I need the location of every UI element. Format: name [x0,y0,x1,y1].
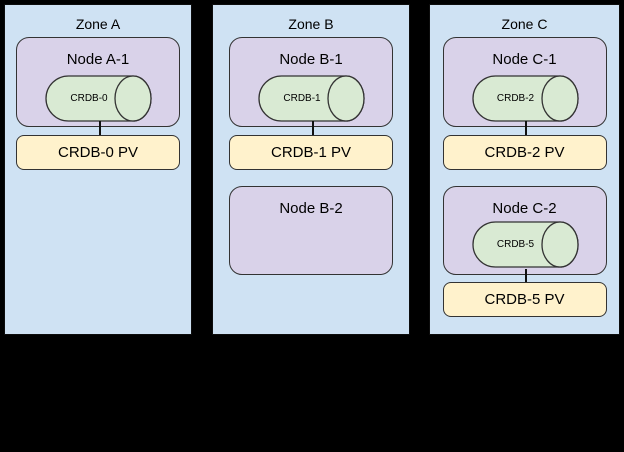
node-label: Node B-2 [279,200,343,217]
pv-box: CRDB-1 PV [229,135,393,170]
database-cylinder-icon [258,75,365,122]
zone-title: Zone A [75,16,121,32]
zone-a: Zone A Node A-1 CRDB-0 CRDB-0 PV [4,4,192,335]
node-c2: Node C-2 CRDB-5 [442,186,607,275]
cylinder-label: CRDB-1 [283,93,321,104]
crdb-0-pod: CRDB-0 [45,75,152,122]
cylinder-label: CRDB-0 [70,93,108,104]
connector-line [525,269,527,283]
zone-title: Zone B [288,16,334,32]
cylinder-label: CRDB-5 [496,239,535,250]
database-cylinder-icon [45,75,152,122]
pv-label: CRDB-2 PV [484,144,565,161]
database-cylinder-icon [471,221,579,268]
pv-label: CRDB-0 PV [57,144,139,161]
crdb-1-pod: CRDB-1 [258,75,365,122]
pv-label: CRDB-5 PV [484,291,565,308]
node-b2: Node B-2 [229,186,393,275]
node-a1: Node A-1 CRDB-0 [16,37,180,127]
connector-line [525,121,527,136]
connector-line [98,121,101,136]
node-label: Node C-2 [492,200,557,217]
zone-title: Zone C [501,16,548,32]
zone-b: Zone B Node B-1 CRDB-1 CRDB-1 PV Node B-… [212,4,410,335]
connector-line [311,121,314,136]
zone-c: Zone C Node C-1 CRDB-2 CRDB-2 PV Node C-… [429,4,620,335]
crdb-5-pod: CRDB-5 [471,221,579,268]
node-b1: Node B-1 CRDB-1 [229,37,393,127]
node-label: Node A-1 [66,51,130,68]
node-label: Node C-1 [492,51,557,68]
pv-box: CRDB-0 PV [16,135,180,170]
pv-box: CRDB-5 PV [442,282,607,317]
pv-box: CRDB-2 PV [442,135,607,170]
database-cylinder-icon [471,75,579,122]
pv-label: CRDB-1 PV [270,144,352,161]
crdb-2-pod: CRDB-2 [471,75,579,122]
cylinder-label: CRDB-2 [496,93,535,104]
node-c1: Node C-1 CRDB-2 [442,37,607,127]
node-label: Node B-1 [279,51,343,68]
